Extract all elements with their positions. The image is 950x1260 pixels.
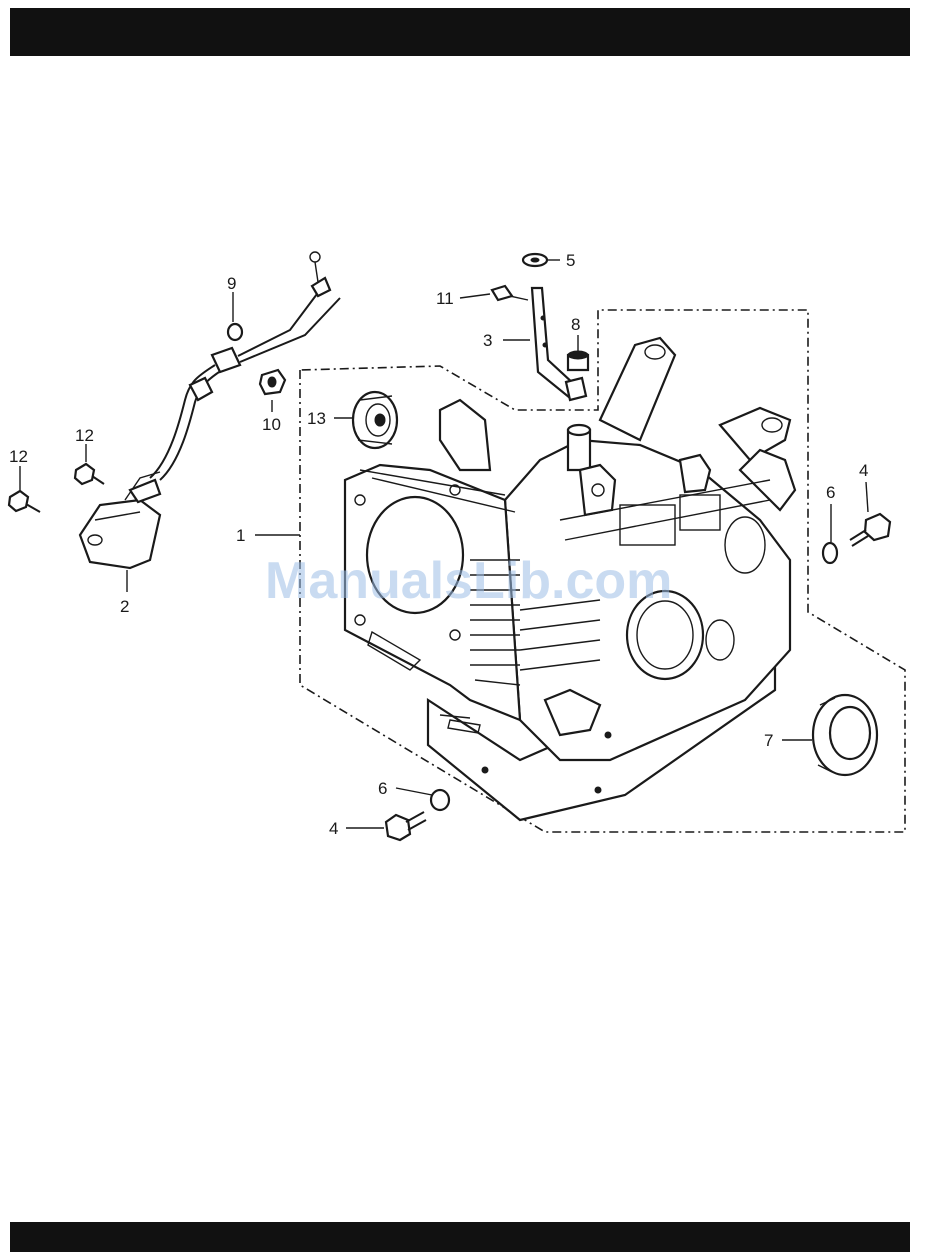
callout-4-right: 4 xyxy=(859,461,868,480)
callout-9: 9 xyxy=(227,274,236,293)
part-13-bearing xyxy=(353,392,397,448)
callout-6-bottom: 6 xyxy=(378,779,387,798)
callout-12-upper: 12 xyxy=(75,426,94,445)
callout-8: 8 xyxy=(571,315,580,334)
part-12-bolt-upper xyxy=(75,464,104,484)
part-5-cap xyxy=(523,254,547,266)
part-4-bolt-bottom xyxy=(386,812,426,840)
callout-5: 5 xyxy=(566,251,575,270)
callout-7: 7 xyxy=(764,731,773,750)
part-7-oil-seal xyxy=(813,695,877,775)
ignition-coil xyxy=(80,472,160,568)
part-12-bolt-left xyxy=(9,491,40,512)
oil-level-bracket xyxy=(492,286,586,400)
callout-13: 13 xyxy=(307,409,326,428)
callout-11: 11 xyxy=(436,289,454,308)
footer-bar xyxy=(10,1222,910,1252)
part-10-nut xyxy=(260,370,285,394)
part-4-bolt-right xyxy=(850,514,890,546)
callout-3: 3 xyxy=(483,331,492,350)
callout-4-bottom: 4 xyxy=(329,819,338,838)
callout-1: 1 xyxy=(236,526,245,545)
part-6-washer-right xyxy=(823,543,837,563)
callout-6-right: 6 xyxy=(826,483,835,502)
watermark-text: ManualsLib.com xyxy=(265,552,672,610)
part-6-washer-bottom xyxy=(431,790,449,810)
callout-2: 2 xyxy=(120,597,129,616)
callout-10: 10 xyxy=(262,415,281,434)
part-9-ring xyxy=(228,324,242,340)
callout-12-left: 12 xyxy=(9,447,28,466)
part-8-sleeve xyxy=(568,351,588,370)
wire-harness xyxy=(150,252,340,480)
